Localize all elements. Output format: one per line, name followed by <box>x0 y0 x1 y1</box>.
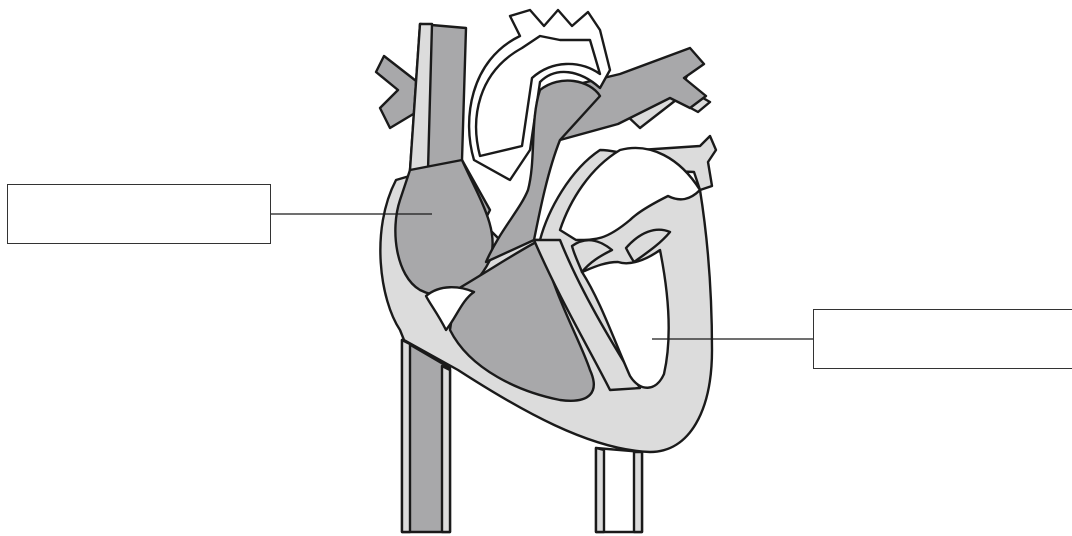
label-box-left-ventricle[interactable] <box>813 309 1072 369</box>
descending-aorta-wall-left <box>596 448 604 532</box>
inferior-vena-cava-wall-right <box>442 366 450 532</box>
label-box-right-atrium[interactable] <box>7 184 271 244</box>
descending-aorta-wall-right <box>634 452 642 532</box>
inferior-vena-cava-wall-left <box>402 340 410 532</box>
right-atrium <box>395 160 492 296</box>
